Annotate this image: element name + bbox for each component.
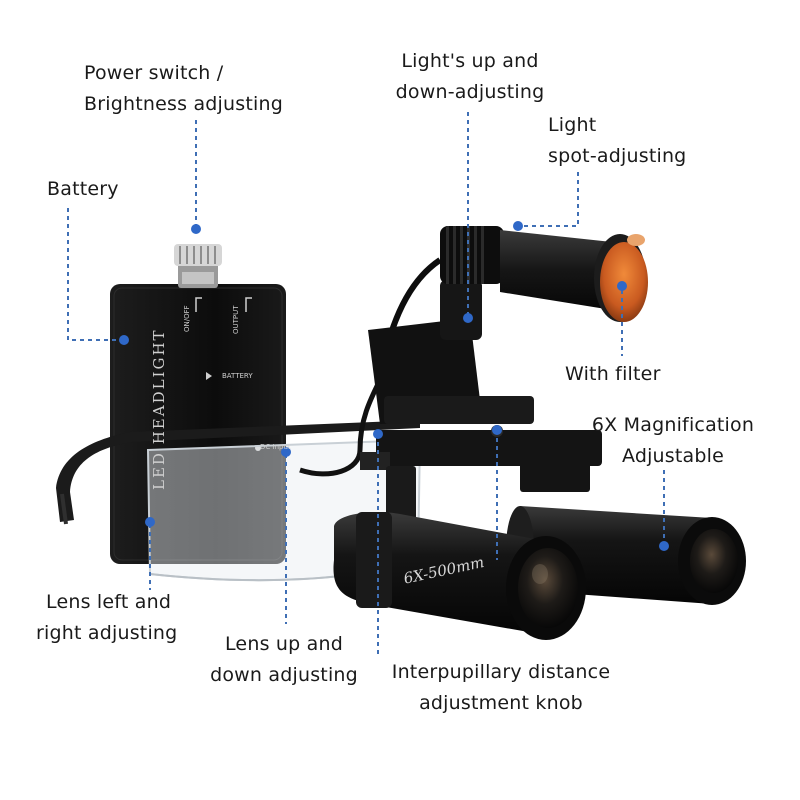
battery-label: Battery xyxy=(47,178,119,200)
power-switch-line-1: Power switch / xyxy=(84,62,224,84)
output-marking: OUTPUT xyxy=(232,305,240,334)
magnification-line-1: 6X Magnification xyxy=(591,414,755,436)
lens-left-right-line-2: right adjusting xyxy=(36,622,178,644)
dc-input-marking: DC Input xyxy=(260,443,291,451)
lens-left-right-label: Lens left and right adjusting xyxy=(36,587,177,649)
light-spot-line-2: spot-adjusting xyxy=(548,145,687,167)
lens-up-down-line-1: Lens up and xyxy=(224,633,343,655)
flip-up-mount xyxy=(360,280,602,524)
light-up-down-label: Light's up and down-adjusting xyxy=(380,46,560,108)
callout-dots xyxy=(119,221,669,551)
power-switch-line-2: Brightness adjusting xyxy=(84,93,284,115)
left-ocular xyxy=(333,512,586,640)
device-name-marking: LED HEADLIGHT xyxy=(150,328,168,490)
interpupillary-line-2: adjustment knob xyxy=(419,692,583,714)
battery-pack xyxy=(110,244,286,564)
light-spot-label: Light spot-adjusting xyxy=(548,110,686,172)
on-off-marking: ON/OFF xyxy=(183,305,191,332)
magnification-label: 6X Magnification Adjustable xyxy=(580,410,766,472)
magnification-line-2: Adjustable xyxy=(621,445,725,467)
light-up-down-line-2: down-adjusting xyxy=(395,81,545,103)
light-spot-line-1: Light xyxy=(548,114,597,136)
brightness-knob[interactable] xyxy=(174,244,222,288)
interpupillary-label: Interpupillary distance adjustment knob xyxy=(378,657,624,719)
lens-left-right-line-1: Lens left and xyxy=(46,591,172,613)
power-switch-label: Power switch / Brightness adjusting xyxy=(84,58,283,120)
interpupillary-line-1: Interpupillary distance xyxy=(391,661,611,683)
lens-up-down-line-2: down adjusting xyxy=(210,664,358,686)
light-up-down-line-1: Light's up and xyxy=(401,50,539,72)
battery-marking: BATTERY xyxy=(222,372,253,380)
with-filter-label: With filter xyxy=(565,363,661,385)
lens-up-down-label: Lens up and down adjusting xyxy=(202,629,366,691)
callout-lines xyxy=(67,112,665,654)
